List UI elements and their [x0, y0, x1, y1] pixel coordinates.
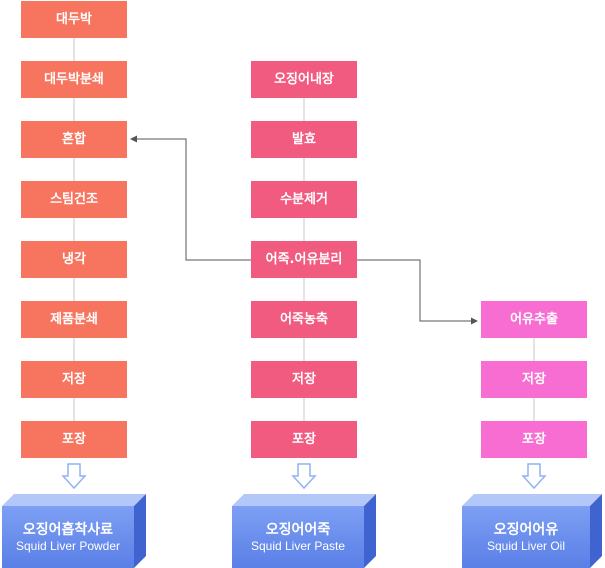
step-soybean-meal-grinding: 대두박분쇄 — [21, 61, 127, 98]
liver-oil-product-label: 오징어어유 Squid Liver Oil — [462, 522, 590, 553]
step-paste-oil-separation: 어죽.어유분리 — [251, 241, 357, 278]
step-moisture-removal: 수분제거 — [251, 181, 357, 218]
liver-oil-product-box — [462, 494, 602, 568]
step-label: 포장 — [522, 432, 546, 447]
liver-paste-down-arrow — [291, 463, 317, 490]
step-label: 발효 — [292, 132, 316, 147]
step-paste-concentration: 어죽농축 — [251, 301, 357, 338]
connector-to-mixing — [130, 135, 258, 261]
fish-meal-down-arrow — [61, 463, 87, 490]
product-name-english: Squid Liver Powder — [15, 538, 121, 553]
step-label: 수분제거 — [280, 192, 328, 207]
step-storage: 저장 — [21, 361, 127, 398]
step-storage: 저장 — [251, 361, 357, 398]
step-packaging: 포장 — [251, 421, 357, 458]
step-fermentation: 발효 — [251, 121, 357, 158]
step-label: 저장 — [292, 372, 316, 387]
step-mixing: 혼합 — [21, 121, 127, 158]
step-label: 포장 — [292, 432, 316, 447]
step-label: 저장 — [62, 372, 86, 387]
step-label: 저장 — [522, 372, 546, 387]
step-storage: 저장 — [481, 361, 587, 398]
fish-meal-product-box — [2, 494, 146, 568]
step-oil-extraction: 어유추출 — [481, 301, 587, 338]
step-steam-drying: 스팀건조 — [21, 181, 127, 218]
step-label: 어유추출 — [510, 312, 558, 327]
product-name-korean: 오징어어죽 — [265, 522, 331, 538]
liver-paste-product-label: 오징어어죽 Squid Liver Paste — [232, 522, 364, 553]
liver-paste-product-box — [232, 494, 376, 568]
step-packaging: 포장 — [481, 421, 587, 458]
step-label: 어죽농축 — [280, 312, 328, 327]
step-product-grinding: 제품분쇄 — [21, 301, 127, 338]
step-label: 혼합 — [62, 132, 86, 147]
step-label: 포장 — [62, 432, 86, 447]
step-squid-viscera: 오징어내장 — [251, 61, 357, 98]
step-soybean-meal: 대두박 — [21, 1, 127, 38]
step-label: 대두박 — [56, 12, 92, 27]
step-label: 어죽.어유분리 — [265, 252, 343, 267]
product-name-english: Squid Liver Oil — [486, 538, 566, 553]
connector-to-oil-extraction — [352, 259, 478, 325]
step-cooling: 냉각 — [21, 241, 127, 278]
step-label: 제품분쇄 — [50, 312, 98, 327]
step-label: 대두박분쇄 — [44, 72, 104, 87]
step-label: 오징어내장 — [274, 72, 334, 87]
product-name-korean: 오징어어유 — [493, 522, 559, 538]
step-label: 스팀건조 — [50, 192, 98, 207]
step-packaging: 포장 — [21, 421, 127, 458]
step-label: 냉각 — [62, 252, 86, 267]
product-name-english: Squid Liver Paste — [250, 538, 346, 553]
product-name-korean: 오징어흡착사료 — [22, 522, 114, 538]
liver-oil-down-arrow — [521, 463, 547, 490]
fish-meal-product-label: 오징어흡착사료 Squid Liver Powder — [2, 522, 134, 553]
